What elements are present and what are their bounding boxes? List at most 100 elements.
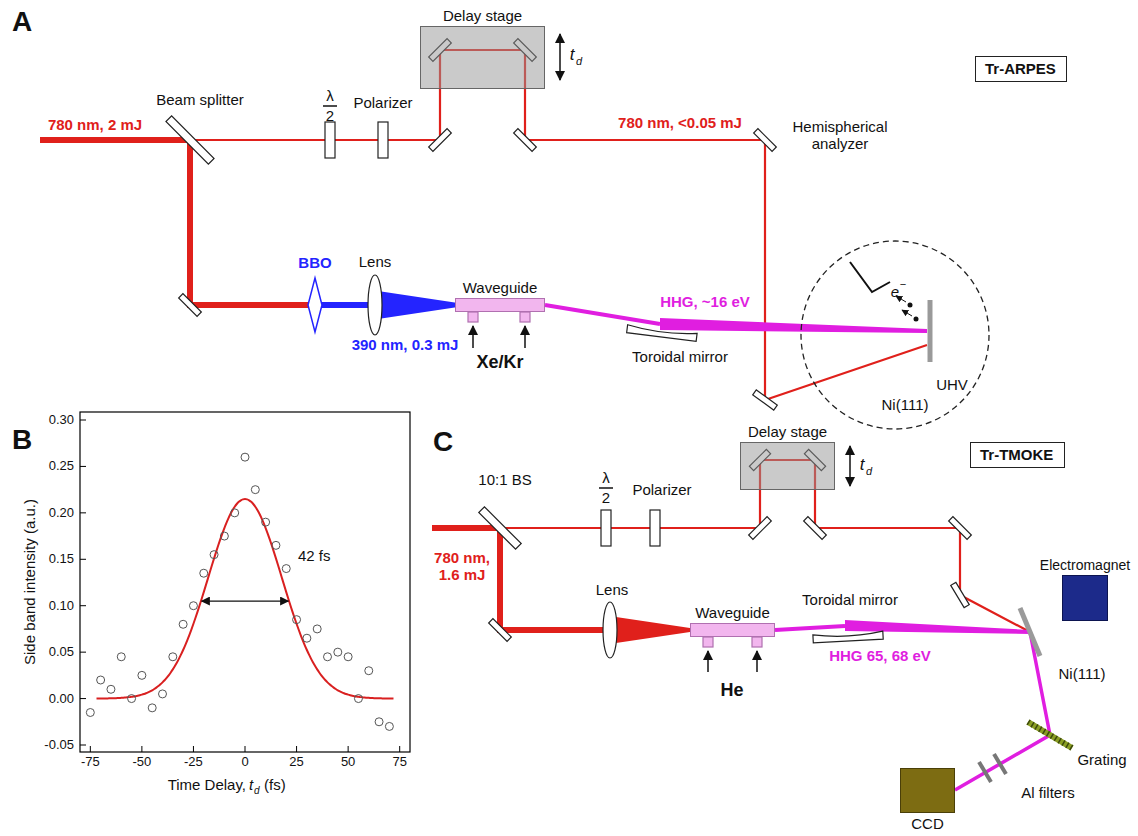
tick-mark xyxy=(80,745,86,746)
hhg-beam-c xyxy=(775,620,1050,790)
data-point xyxy=(220,532,228,540)
setup-tag: Tr-ARPES xyxy=(975,56,1067,82)
beam-label: 780 nm, <0.05 mJ xyxy=(618,114,742,131)
tick-label: 75 xyxy=(392,755,406,770)
delay-symbol: t xyxy=(570,45,575,65)
tick-label: 0.00 xyxy=(49,691,74,706)
data-point xyxy=(138,671,146,679)
ni-sample xyxy=(1020,608,1040,656)
data-point xyxy=(251,486,259,494)
data-point xyxy=(159,690,167,698)
data-point xyxy=(344,653,352,661)
beam-label: 780 nm, 1.6 mJ xyxy=(429,549,495,584)
component-label: Grating xyxy=(1077,751,1126,768)
node-label: Delay stage xyxy=(443,7,522,24)
node-label: UHV xyxy=(936,376,968,393)
tick-mark xyxy=(296,746,297,752)
node-label: Tr-TMOKE xyxy=(971,443,1064,466)
node-label: Tr-ARPES xyxy=(976,57,1066,80)
node-label: Electromagnet xyxy=(1040,557,1130,573)
tick-mark xyxy=(348,746,349,752)
axis-title: d xyxy=(254,785,260,797)
data-point xyxy=(375,718,383,726)
fwhm-value: 42 fs xyxy=(298,547,331,564)
tick-label: 50 xyxy=(341,755,355,770)
setup-tag: Tr-TMOKE xyxy=(970,442,1065,468)
uv-beam-a xyxy=(322,291,458,319)
axis-title: t xyxy=(249,776,253,793)
component-label: Toroidal mirror xyxy=(632,348,728,365)
data-point xyxy=(272,541,280,549)
data-point xyxy=(324,653,332,661)
beam-label: HHG, ~16 eV xyxy=(660,293,750,310)
uhv-chamber: UHV xyxy=(799,239,991,431)
delay-symbol: t xyxy=(860,455,865,475)
tick-label: 0.20 xyxy=(49,505,74,520)
data-point xyxy=(128,695,136,703)
electron-symbol: e xyxy=(891,283,899,300)
data-point xyxy=(86,709,94,717)
annotation-strokes-a xyxy=(323,34,912,348)
waveplate-label: 2 xyxy=(326,107,334,124)
waveplate-label: 2 xyxy=(602,489,610,506)
component-label: 10:1 BS xyxy=(478,471,531,488)
delay-stage: Delay stage xyxy=(740,442,835,490)
gas-waveguide: Waveguide xyxy=(455,298,545,312)
tick-mark xyxy=(80,466,86,467)
component-label: Hemispherical analyzer xyxy=(784,118,896,153)
data-point xyxy=(241,453,249,461)
tick-label: -50 xyxy=(132,755,151,770)
data-point xyxy=(189,602,197,610)
mirrors-a xyxy=(166,39,777,410)
tick-label: 0.30 xyxy=(49,413,74,428)
data-point xyxy=(385,722,393,730)
component-label: Polarizer xyxy=(632,481,691,498)
tick-label: 0.15 xyxy=(49,552,74,567)
data-point xyxy=(200,569,208,577)
tick-label: 0.25 xyxy=(49,459,74,474)
data-point xyxy=(303,634,311,642)
tick-mark xyxy=(90,746,91,752)
beam-label: 390 nm, 0.3 mJ xyxy=(352,336,459,353)
delay-plot xyxy=(80,412,410,752)
tick-mark xyxy=(80,420,86,421)
tick-mark xyxy=(193,746,194,752)
al-filters xyxy=(979,754,1006,782)
axis-title: (fs) xyxy=(264,776,286,793)
component-label: Lens xyxy=(359,253,392,270)
delay-stage: Delay stage xyxy=(420,26,545,89)
fwhm-arrow xyxy=(202,600,289,601)
component-label: Beam splitter xyxy=(156,91,244,108)
tick-label: -75 xyxy=(81,755,100,770)
tick-mark xyxy=(80,559,86,560)
tick-label: 0 xyxy=(241,755,248,770)
gas-label: Xe/Kr xyxy=(476,352,523,373)
delay-subscript: d xyxy=(866,465,872,478)
axis-title: Side band intensity (a.u.) xyxy=(21,499,38,665)
data-point xyxy=(148,704,156,712)
panel-letter: C xyxy=(433,426,453,458)
component-label: Polarizer xyxy=(353,94,412,111)
delay-subscript: d xyxy=(576,55,582,68)
data-point xyxy=(334,648,342,656)
plot-frame xyxy=(80,412,410,752)
ccd-camera: CCD xyxy=(900,768,955,813)
waveplate-label: λ xyxy=(602,469,610,486)
tick-mark xyxy=(80,698,86,699)
electron-charge: − xyxy=(900,278,906,291)
chamber-outline xyxy=(799,239,991,431)
beam-label: HHG 65, 68 eV xyxy=(829,647,931,664)
node-label: CCD xyxy=(911,815,944,832)
data-point xyxy=(354,695,362,703)
data-point xyxy=(97,676,105,684)
axis-title: Time Delay, xyxy=(168,776,246,793)
data-point xyxy=(282,565,290,573)
node-label: Waveguide xyxy=(695,604,770,621)
data-point xyxy=(107,685,115,693)
data-point xyxy=(179,620,187,628)
component-label: Al filters xyxy=(1021,784,1074,801)
tick-label: 25 xyxy=(289,755,303,770)
beam-label: 780 nm, 2 mJ xyxy=(48,116,142,133)
pump-beam-c xyxy=(432,460,1030,643)
data-point xyxy=(231,509,239,517)
